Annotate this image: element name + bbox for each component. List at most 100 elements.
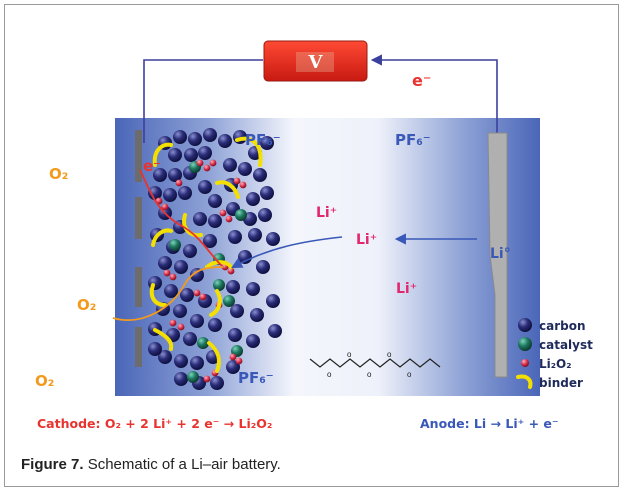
carbon-particle [163,188,177,202]
cathode-equation: Cathode: O₂ + 2 Li⁺ + 2 e⁻ → Li₂O₂ [37,416,273,431]
pf6-label-top-right: PF₆⁻ [395,131,431,149]
li2o2-deposit [199,293,207,301]
legend-binder-swatch [516,374,533,389]
carbon-particle [158,256,172,270]
carbon-particle [198,146,212,160]
voltmeter-label: V [308,52,324,73]
carbon-particle [190,356,204,370]
carbon-particle [238,162,252,176]
legend: carbon catalyst Li₂O₂ binder [516,318,593,390]
li2o2-deposit [163,269,171,277]
carbon-particle [183,244,197,258]
carbon-particle [218,134,232,148]
legend-carbon-label: carbon [539,319,586,333]
carbon-particle [228,328,242,342]
li2o2-deposit [235,357,243,365]
svg-text:o: o [347,350,352,359]
carbon-particle [208,194,222,208]
carbon-particle [268,324,282,338]
carbon-particle [173,130,187,144]
carbon-particle [148,342,162,356]
carbon-particle [226,280,240,294]
wire-right-arrow [370,54,498,133]
carbon-particle [208,214,222,228]
carbon-particle [246,282,260,296]
carbon-particle [158,350,172,364]
carbon-particle [228,230,242,244]
carbon-particle [184,148,198,162]
li2o2-deposit [203,375,211,383]
li2o2-deposit [169,273,177,281]
li-ion-label-3: Li⁺ [396,281,417,297]
carbon-particle [260,186,274,200]
electron-label-left: e⁻ [143,157,161,175]
li2o2-deposit [175,179,183,187]
carbon-particle [250,308,264,322]
svg-text:o: o [367,370,372,379]
li2o2-deposit [209,159,217,167]
legend-catalyst-label: catalyst [539,338,593,352]
catalyst-particle [235,209,247,221]
caption-text: Schematic of a Li–air battery. [87,456,281,473]
solvent-molecule: o o o o o [309,350,441,379]
li-ion-label-1: Li⁺ [316,205,337,221]
catalyst-particle [213,279,225,291]
carbon-particle [153,168,167,182]
electron-label-top: e⁻ [412,71,431,90]
svg-text:o: o [407,370,412,379]
cathode-collector [135,130,142,367]
li2o2-deposit [193,289,201,297]
lithium-anode [487,132,508,378]
pf6-label-bottom: PF₆⁻ [238,369,274,387]
li2o2-deposit [177,323,185,331]
carbon-particle [203,234,217,248]
li2o2-deposit [233,177,241,185]
carbon-particle [193,212,207,226]
li2o2-deposit [239,181,247,189]
carbon-particle [203,128,217,142]
catalyst-particle [187,371,199,383]
carbon-particle [208,318,222,332]
voltmeter: V [263,40,368,82]
carbon-particle [266,294,280,308]
carbon-particle [174,354,188,368]
carbon-particle [190,314,204,328]
li-ion-label-2: Li⁺ [356,232,377,248]
li2o2-deposit [229,353,237,361]
carbon-particle [168,168,182,182]
li-ion-arrow-left [231,236,343,269]
figure-label: Figure 7. [21,456,84,473]
carbon-particle [223,158,237,172]
carbon-particle [226,360,240,374]
carbon-particle [168,148,182,162]
carbon-particle [253,168,267,182]
electron-path [139,169,224,268]
li-air-battery-schematic: V e⁻ Li° e⁻ PF₆⁻ PF₆⁻ PF₆⁻ Li⁺ Li⁺ Li⁺ O… [35,40,593,396]
oxygen-path [112,266,224,321]
oxygen-label-2: O₂ [77,296,96,314]
li2o2-deposit [227,267,235,275]
li2o2-deposit [196,159,204,167]
carbon-particle [260,136,274,150]
oxygen-label-3: O₂ [35,372,54,390]
carbon-particle [256,260,270,274]
carbon-particle [230,304,244,318]
carbon-particle [164,284,178,298]
oxygen-label-1: O₂ [49,165,68,183]
binder-strokes [149,136,263,373]
svg-text:o: o [327,370,332,379]
carbon-particle [266,232,280,246]
carbon-particle [248,228,262,242]
catalyst-particle [169,239,181,251]
carbon-particle [148,276,162,290]
carbon-particle [246,192,260,206]
carbon-particle [190,268,204,282]
carbon-particle [188,132,202,146]
catalyst-particle [197,337,209,349]
li2o2-deposit [161,203,169,211]
legend-li2o2-swatch [521,359,529,367]
li2o2-deposit [203,164,211,172]
carbon-particle [173,304,187,318]
carbon-particle [148,186,162,200]
carbon-particle [198,180,212,194]
